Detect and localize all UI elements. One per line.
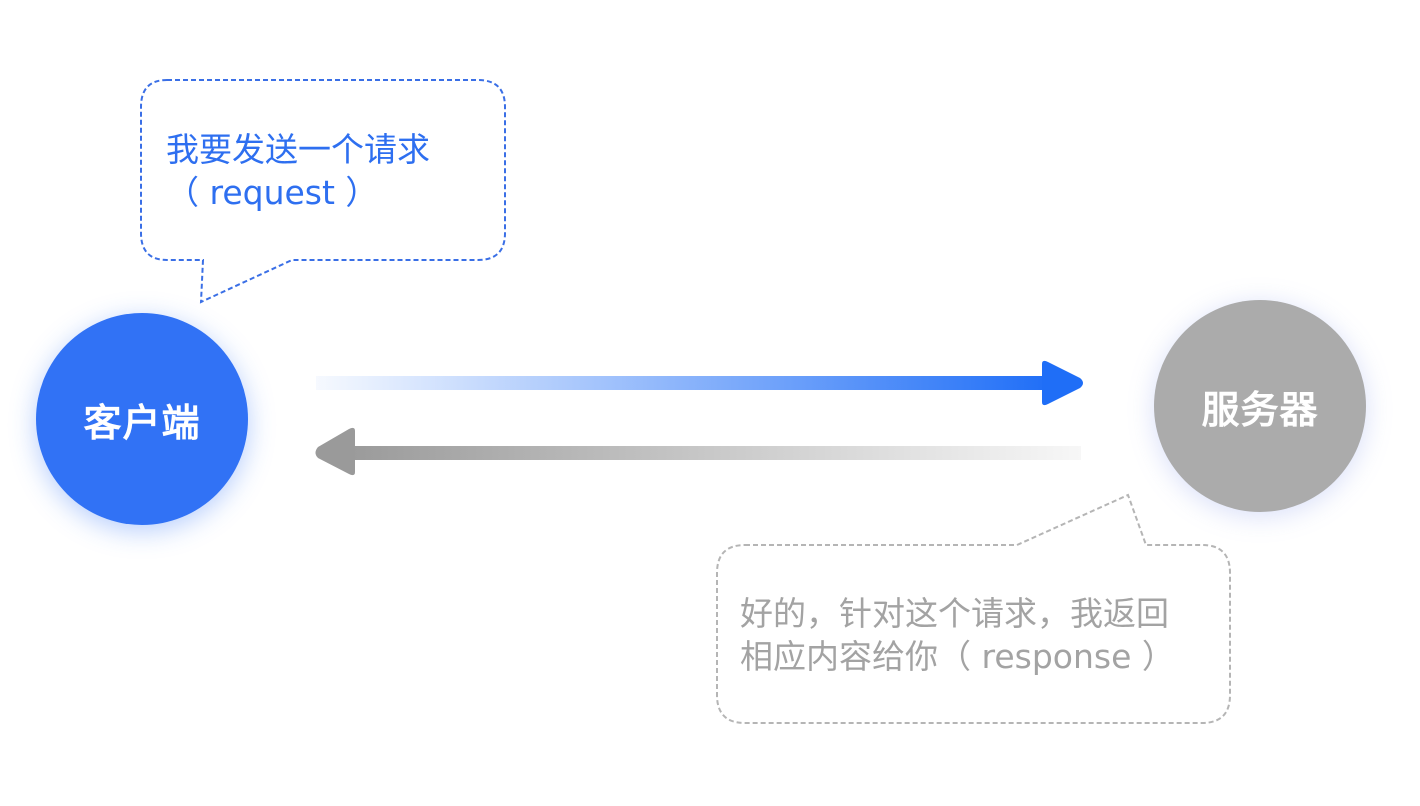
request-bubble-line-2: （ request ） (166, 173, 379, 212)
client-node: 客户端 (36, 313, 248, 525)
client-label: 客户端 (83, 400, 201, 445)
response-bubble-line-1: 好的，针对这个请求，我返回 (740, 594, 1169, 633)
response-arrow (315, 427, 1081, 476)
server-label: 服务器 (1201, 387, 1319, 432)
request-bubble-outline (140, 79, 506, 304)
server-node: 服务器 (1154, 300, 1366, 512)
request-bubble-line-1: 我要发送一个请求 (166, 130, 430, 169)
response-bubble-line-2: 相应内容给你（ response ） (740, 637, 1175, 676)
response-arrow-shaft (345, 446, 1081, 460)
request-arrow-head (1042, 360, 1083, 406)
request-arrow (316, 360, 1083, 406)
response-bubble-outline (716, 493, 1231, 724)
response-arrow-head (315, 427, 355, 476)
request-bubble-text: 我要发送一个请求 （ request ） (166, 128, 496, 214)
request-arrow-shaft (316, 376, 1052, 390)
response-bubble-text: 好的，针对这个请求，我返回 相应内容给你（ response ） (740, 592, 1220, 678)
